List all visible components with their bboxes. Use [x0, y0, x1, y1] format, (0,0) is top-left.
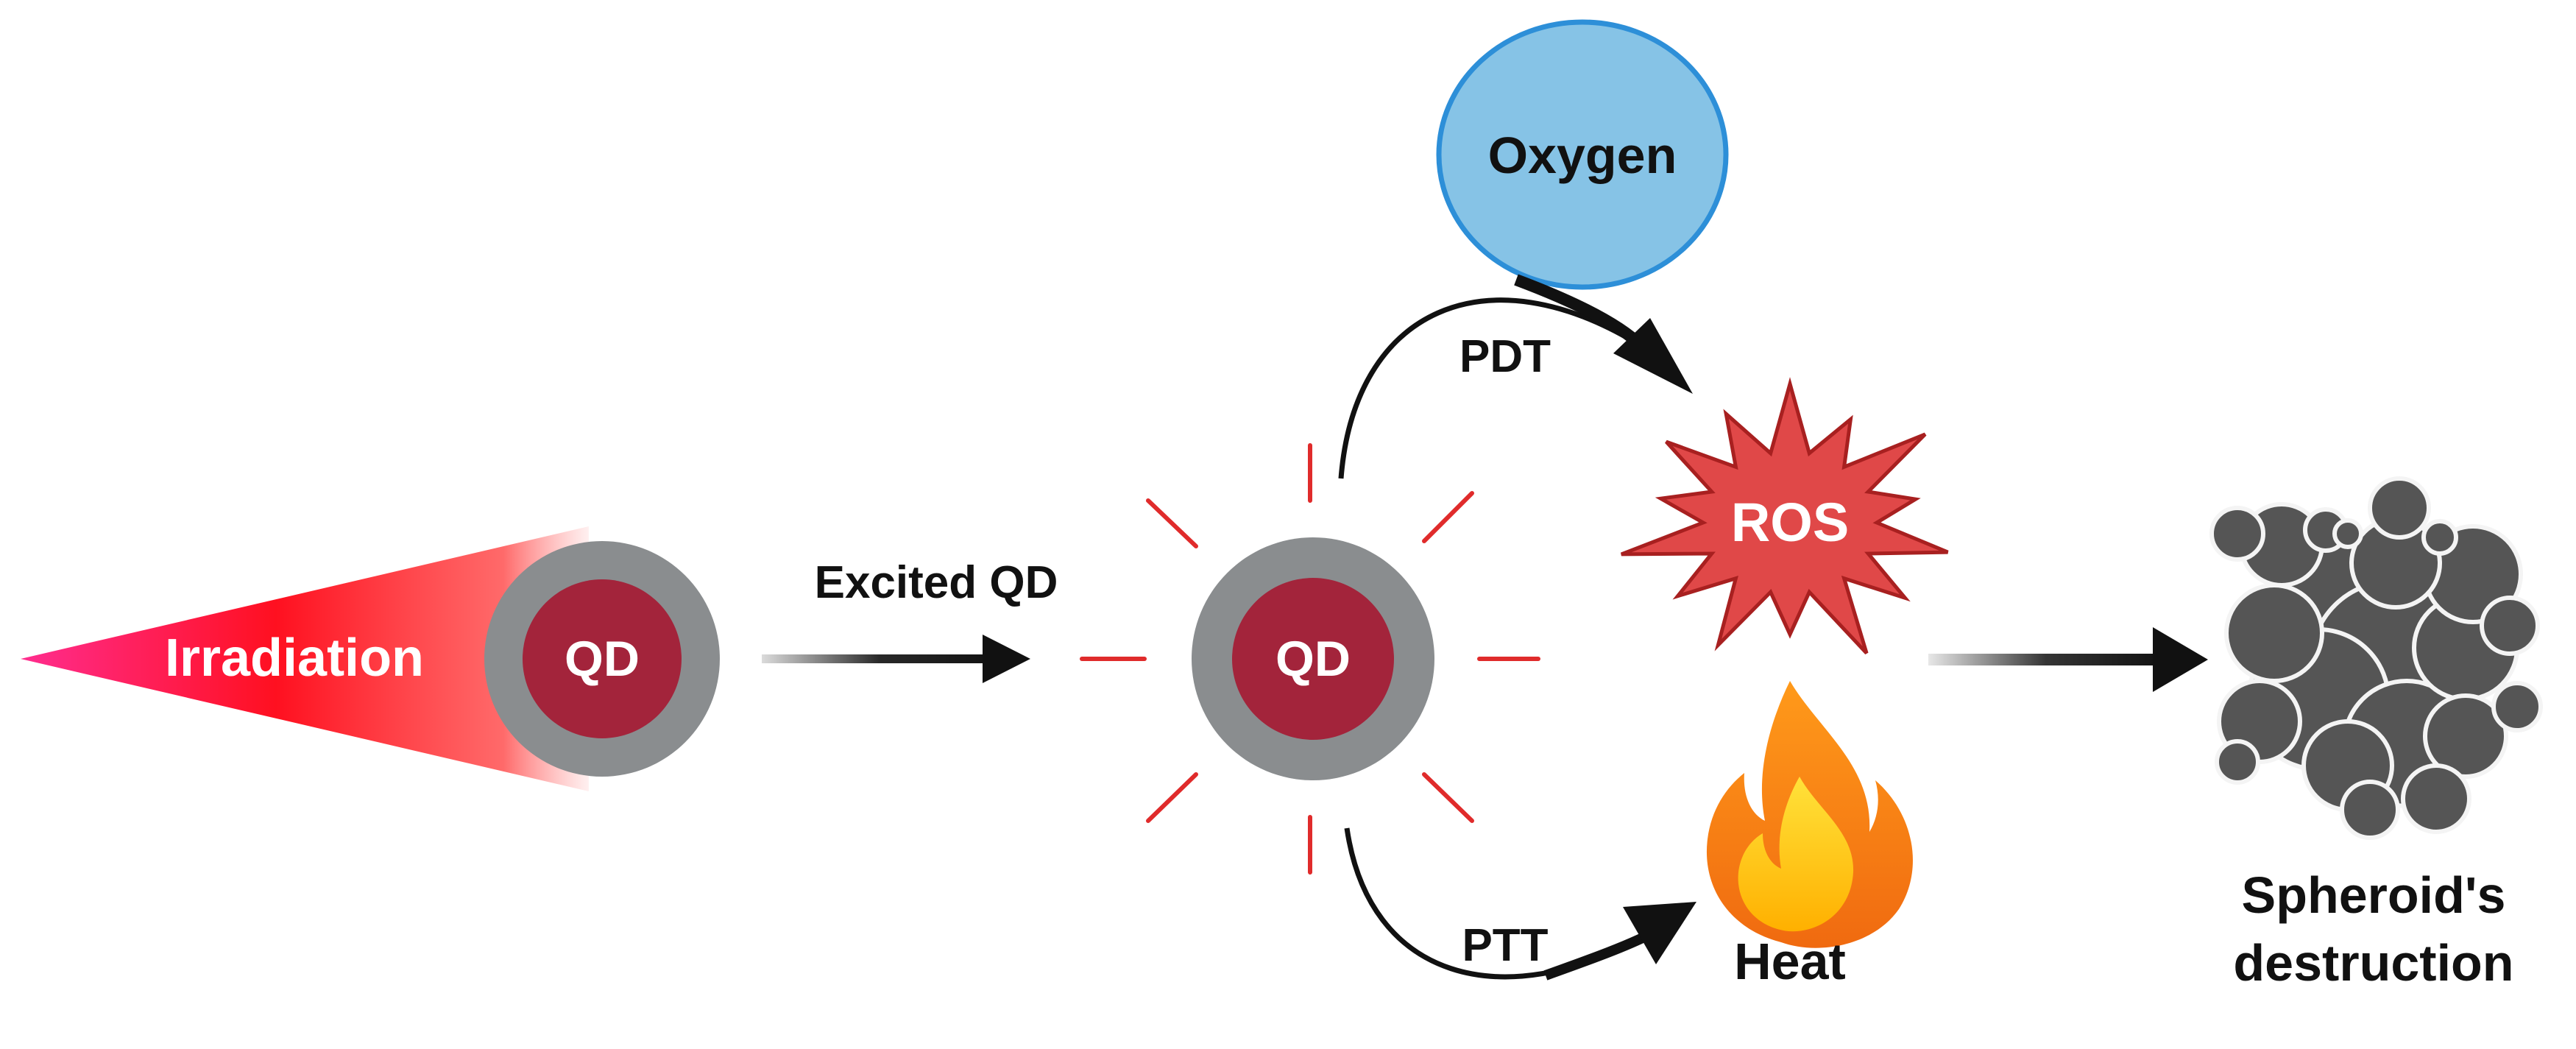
qd-ground-label: QD [565, 631, 640, 687]
excitation-arrow [762, 635, 1030, 683]
ros-label: ROS [1731, 492, 1849, 553]
ptt-label: PTT [1462, 920, 1548, 971]
irradiation-beam: Irradiation [21, 526, 589, 791]
irradiation-label: Irradiation [165, 629, 424, 688]
ros-burst: ROS [1620, 377, 1949, 655]
spheroid-label-line2: destruction [2233, 934, 2513, 992]
destruction-arrow [1928, 627, 2208, 692]
qd-excited-label: QD [1275, 631, 1351, 687]
pdt-label: PDT [1459, 331, 1551, 382]
oxygen-label: Oxygen [1488, 127, 1677, 184]
oxygen-bubble: Oxygen [1436, 19, 1729, 290]
pdt-arrow [1338, 274, 1693, 479]
spheroid-label-line1: Spheroid's [2242, 866, 2506, 924]
spheroid-fragments-icon [2209, 476, 2543, 840]
flame-icon [1706, 681, 1913, 948]
heat-label: Heat [1734, 933, 1846, 990]
qd-ground-state: QD [484, 541, 720, 777]
excited-qd-label: Excited QD [815, 557, 1058, 608]
excited-qd-rays [1080, 443, 1540, 875]
ptt-arrow [1344, 827, 1696, 981]
qd-excited-state: QD [1192, 537, 1434, 780]
